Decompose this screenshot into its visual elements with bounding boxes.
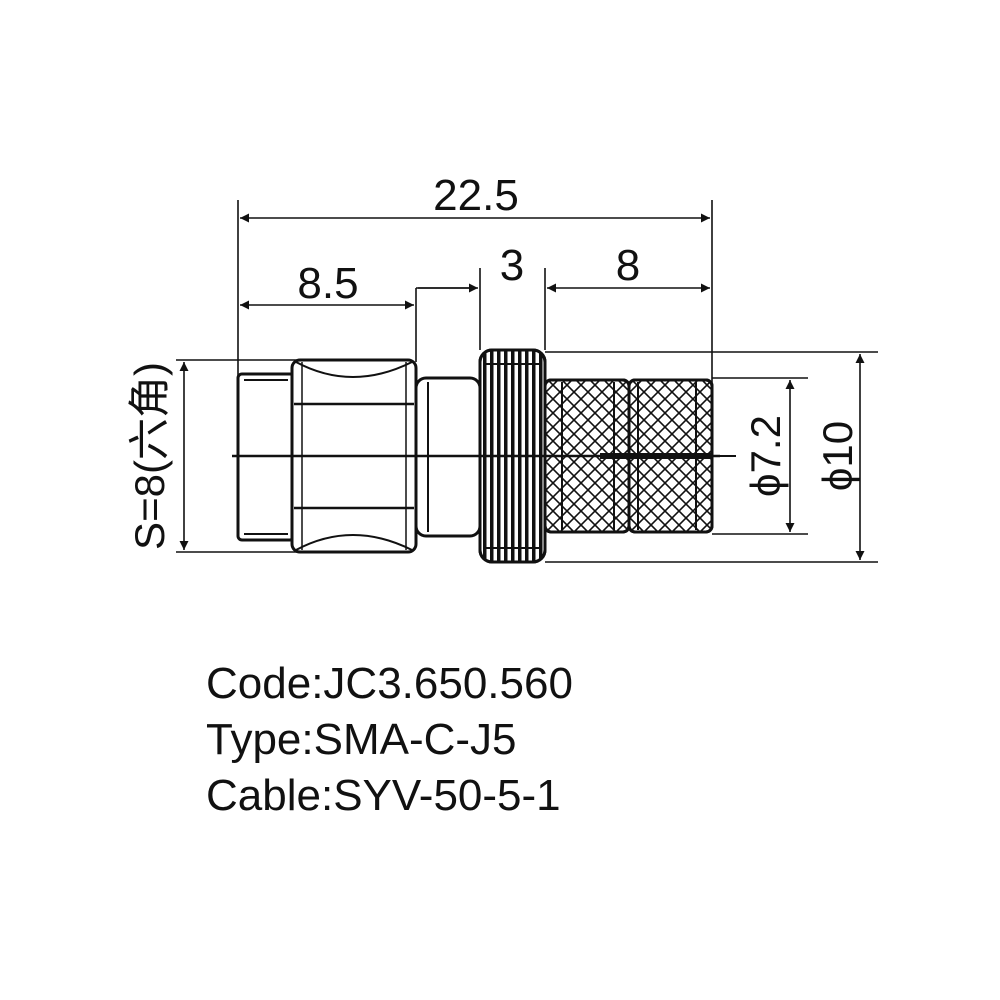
inner-diameter-label: ϕ7.2 (742, 415, 789, 497)
hex-section-length-label: 8.5 (297, 259, 358, 308)
extension-lines (176, 200, 878, 563)
cable-type: Cable:SYV-50-5-1 (206, 771, 561, 820)
product-type: Type:SMA-C-J5 (206, 715, 517, 764)
product-code: Code:JC3.650.560 (206, 659, 573, 708)
spec-block: Code:JC3.650.560 Type:SMA-C-J5 Cable:SYV… (206, 656, 573, 824)
outer-diameter-label: ϕ10 (814, 421, 861, 491)
overall-length-label: 22.5 (433, 171, 519, 220)
hex-size-label: S=8(六角) (126, 362, 173, 550)
knurl-length-label: 8 (616, 241, 640, 290)
dimension-lines (179, 213, 865, 560)
nut-width-label: 3 (500, 241, 524, 290)
